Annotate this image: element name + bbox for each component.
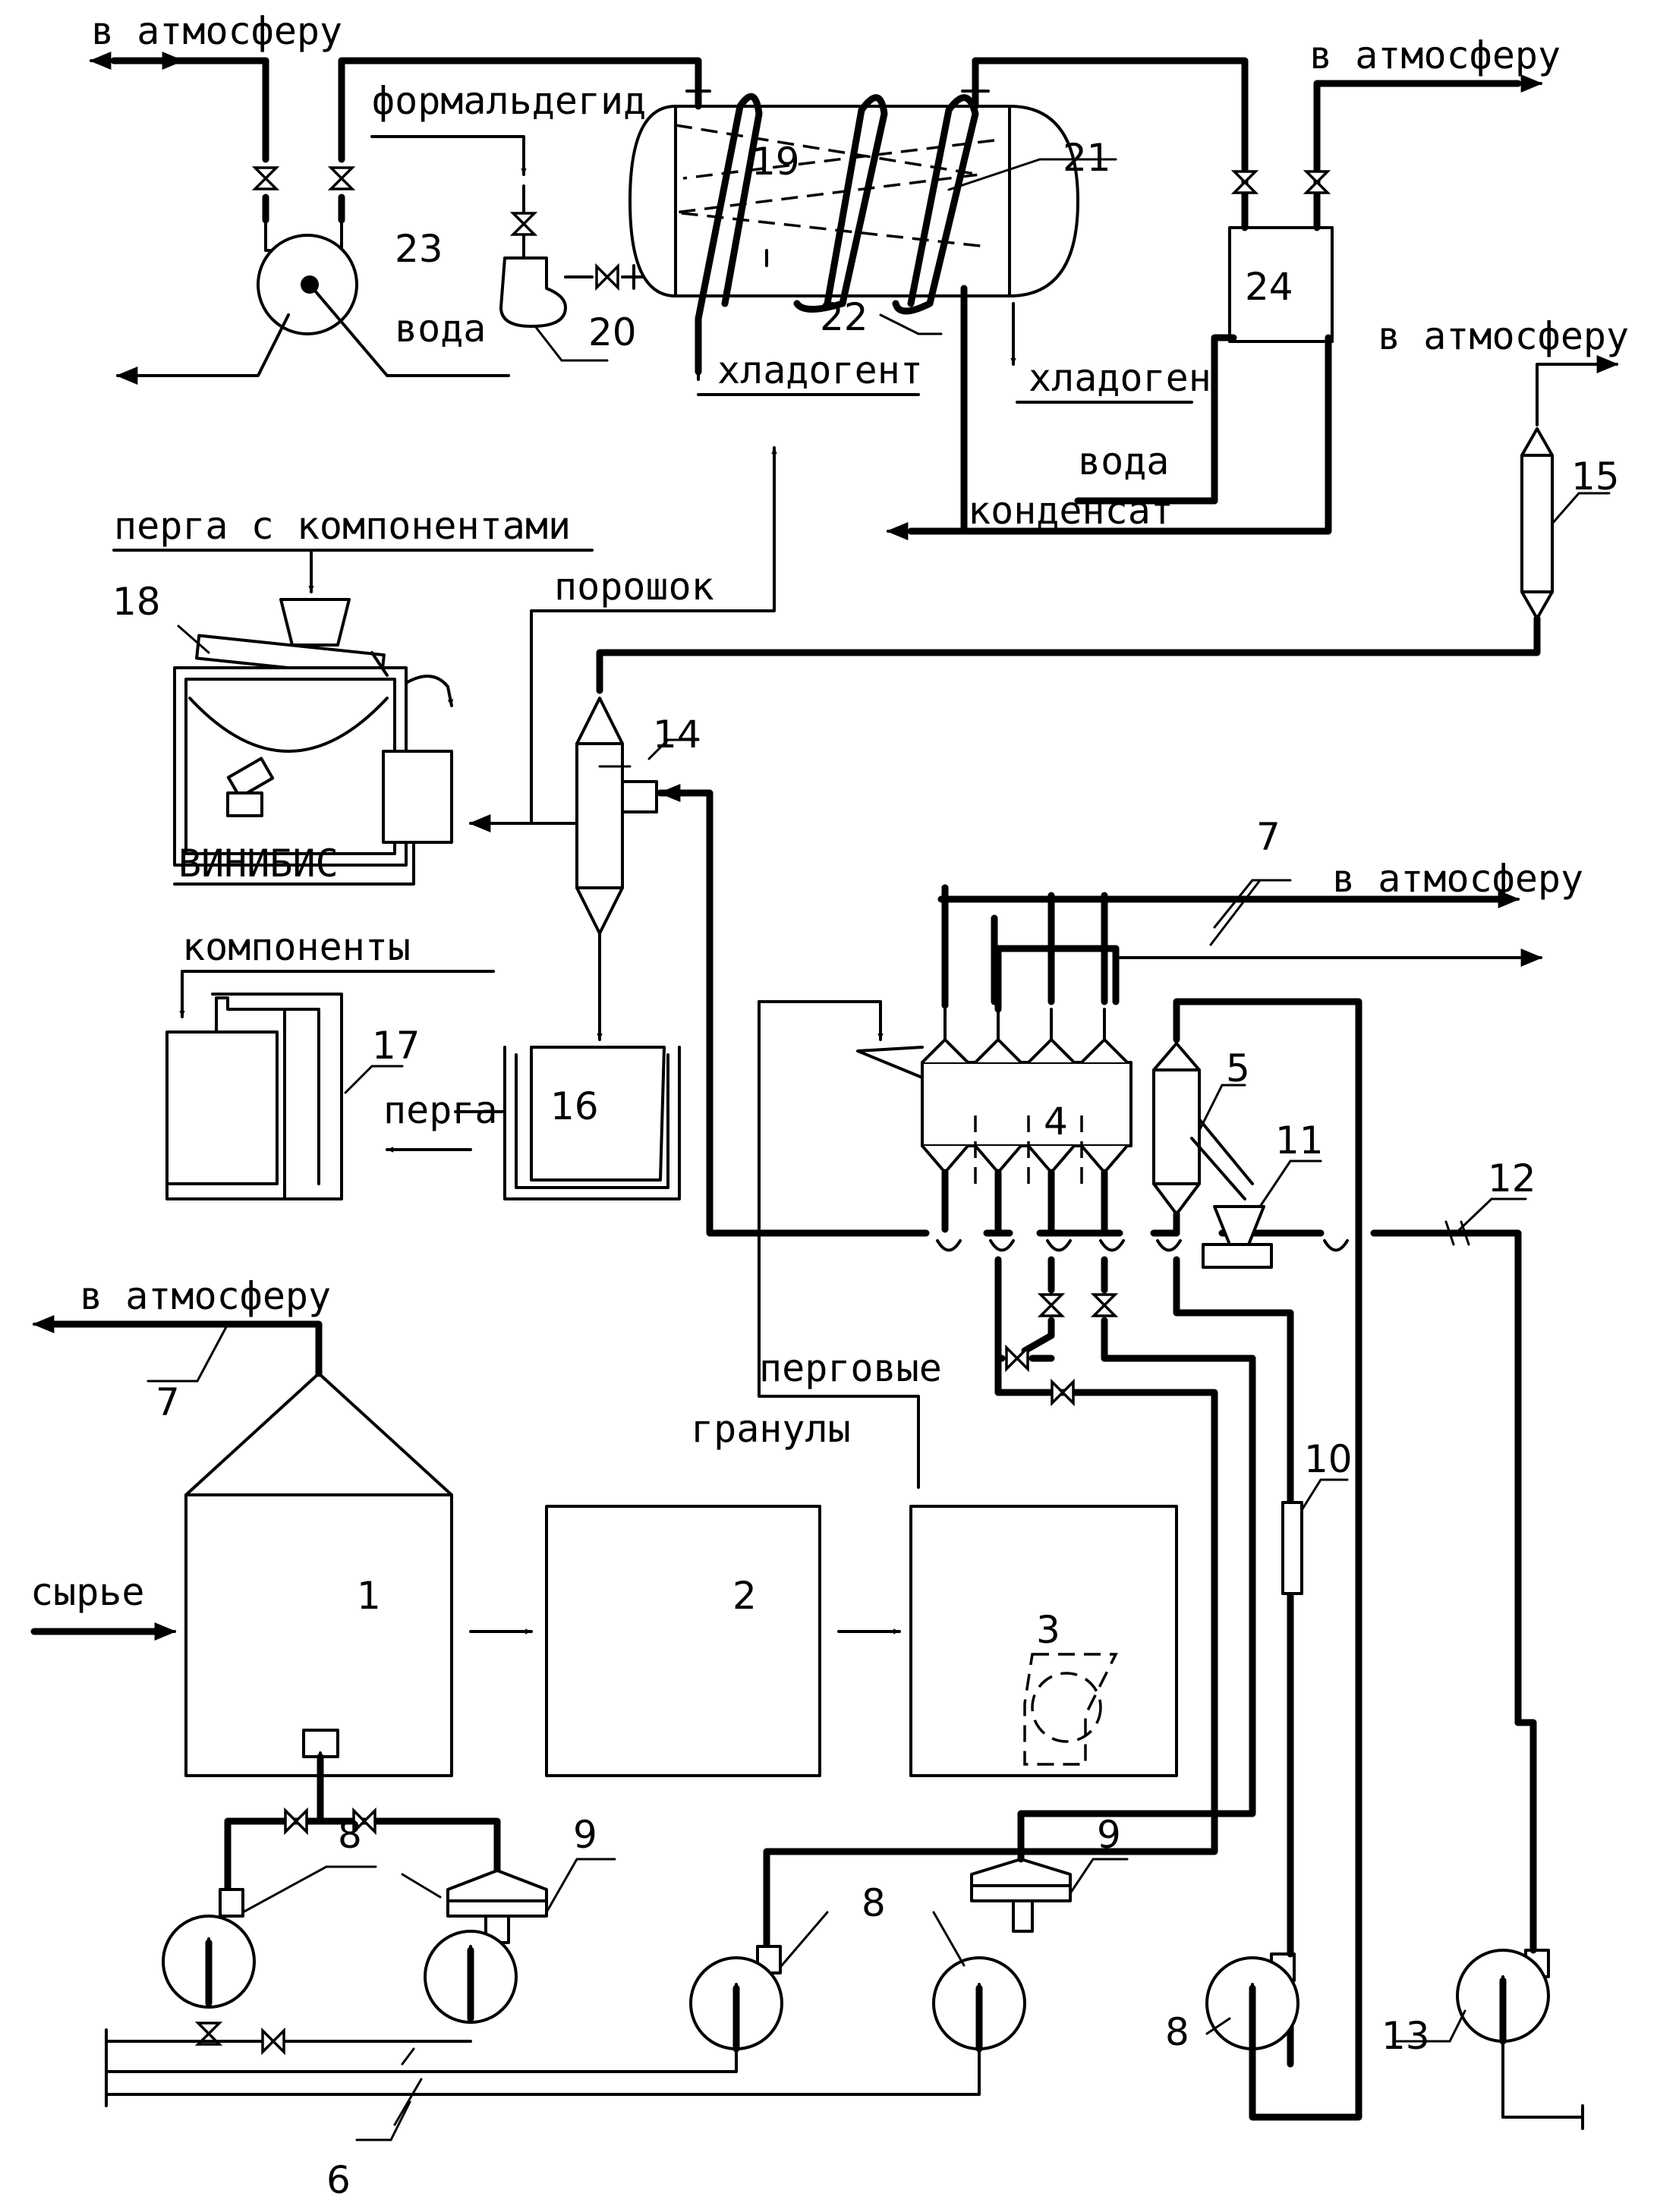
number-7: 7: [1256, 815, 1281, 859]
valve-icon: [1006, 1348, 1028, 1369]
number-4: 4: [1044, 1100, 1068, 1144]
label-water-2: вода: [1078, 439, 1169, 483]
number-17: 17: [372, 1024, 421, 1068]
valve-icon: [1041, 1295, 1062, 1316]
number-23: 23: [395, 227, 443, 271]
number-5: 5: [1226, 1046, 1250, 1090]
label-water: вода: [395, 307, 486, 351]
bunker-1: [34, 1324, 452, 1810]
press-17: [167, 994, 402, 1199]
number-16: 16: [550, 1084, 599, 1128]
number-3: 3: [1036, 1608, 1060, 1652]
label-atmosphere: в атмосферу: [91, 9, 342, 53]
number-2: 2: [732, 1574, 757, 1618]
label-granules-1: перговые: [759, 1346, 942, 1390]
label-perga-components: перга с компонентами: [114, 504, 571, 548]
number-12: 12: [1488, 1156, 1536, 1200]
pump-13: [1397, 1723, 1583, 2129]
number-18: 18: [112, 580, 161, 624]
number-6: 6: [326, 2158, 351, 2202]
label-atmosphere: в атмосферу: [80, 1274, 331, 1318]
label-formaldehyde: формальдегид: [372, 79, 646, 123]
label-atmosphere: в атмосферу: [1378, 314, 1629, 358]
number-8: 8: [338, 1813, 362, 1857]
valve-icon: [1306, 171, 1328, 193]
equipment-numbers: 1 2 3 4 5 6 7 7 8 8 8 9 9 10 11 12 13 14…: [112, 136, 1620, 2202]
valve-icon: [597, 266, 618, 288]
number-8: 8: [1165, 2010, 1189, 2054]
pump-8-right: [1207, 1601, 1359, 2117]
number-14: 14: [653, 713, 701, 757]
dryer-4: [759, 880, 1541, 1723]
label-vinibis: ВИНИБИС: [178, 842, 339, 886]
label-condensate: конденсат: [968, 489, 1173, 533]
pneumatic-line: [660, 793, 1526, 1723]
label-components: компоненты: [182, 925, 411, 969]
label-atmosphere: в атмосферу: [1309, 33, 1561, 77]
number-11: 11: [1275, 1119, 1324, 1163]
valve-icon: [285, 1811, 307, 1832]
number-19: 19: [751, 140, 800, 184]
pump-group-2: [691, 1700, 1252, 2049]
number-20: 20: [588, 310, 637, 354]
pump-group-1: [106, 1810, 979, 2140]
number-10: 10: [1304, 1437, 1353, 1481]
number-9: 9: [573, 1813, 597, 1857]
number-24: 24: [1245, 265, 1293, 309]
valve-icon: [255, 168, 276, 189]
number-13: 13: [1381, 2014, 1430, 2058]
valve-icon: [331, 168, 352, 189]
number-15: 15: [1571, 455, 1620, 499]
label-coolant-in: хладогент: [717, 348, 923, 392]
chamber-3: [839, 1506, 1177, 1776]
cyclone-5: [1154, 1002, 1359, 2064]
label-granules-2: гранулы: [691, 1407, 851, 1451]
valve-icon: [1052, 1382, 1073, 1403]
chamber-2: [471, 1506, 820, 1776]
valve-icon: [1094, 1295, 1115, 1316]
valve-icon: [513, 213, 534, 234]
label-powder: порошок: [554, 565, 714, 609]
valve-icon: [1234, 171, 1255, 193]
number-1: 1: [357, 1574, 381, 1618]
label-coolant-out: хладоген: [1029, 356, 1211, 400]
number-9: 9: [1097, 1813, 1121, 1857]
number-7: 7: [156, 1380, 180, 1424]
number-22: 22: [820, 295, 868, 339]
label-raw: сырье: [30, 1570, 145, 1614]
number-21: 21: [1063, 136, 1111, 180]
number-8: 8: [862, 1881, 886, 1925]
label-perga: перга: [383, 1088, 498, 1132]
label-atmosphere: в атмосферу: [1332, 857, 1583, 901]
valve-icon: [263, 2031, 284, 2052]
